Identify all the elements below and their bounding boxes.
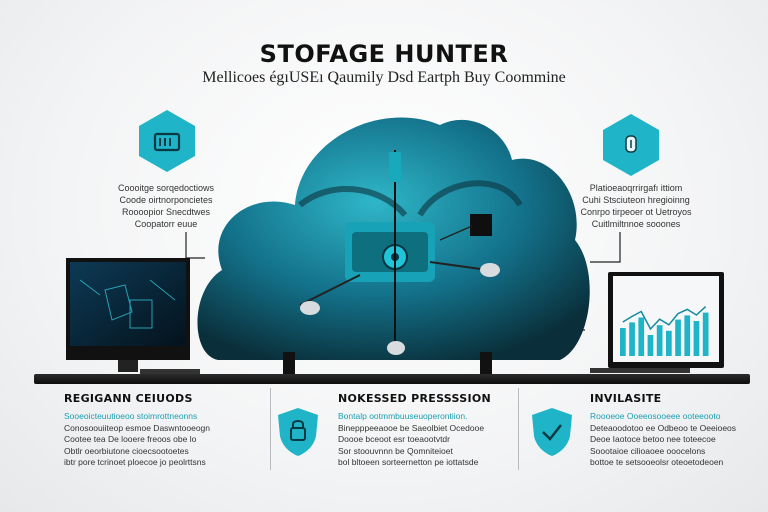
storage-drive-icon (139, 110, 195, 172)
chart-bar (629, 322, 635, 356)
chart-bar (675, 319, 681, 356)
chart-bar (693, 321, 700, 356)
chart-bar (620, 328, 626, 356)
column-title: INVILASITE (590, 392, 662, 405)
chart-bar (684, 315, 691, 356)
shield-check-icon (532, 408, 572, 456)
page-subtitle: Mellicoes égıUSEı Qaumily Dsd Eartph Buy… (202, 69, 566, 86)
secure-key-icon (603, 114, 659, 176)
column-text: Sooeoicteuutioeoo stoimrottneonns Conoso… (64, 411, 211, 467)
trend-line (622, 306, 707, 331)
column-text: Bontalp ootmmbuuseuoperontiion. Binepppe… (338, 411, 485, 467)
feature-column-2: NOKESSED PRESSSSION Bontalp ootmmbuuseuo… (338, 392, 578, 502)
callout-left: Coooitge sorqedoctiows Coode oirtnorponc… (117, 183, 215, 229)
column-title: REGIGANN CEIUODS (64, 392, 193, 405)
divider (270, 388, 271, 470)
shelf (34, 374, 750, 384)
gear-icon (299, 150, 500, 355)
page-title: STOFAGE HUNTER (259, 40, 509, 68)
shield-badge-1 (276, 406, 320, 458)
callout-right: Platioeaoqrrirgafı ittiom Cuhi Stsciuteo… (580, 183, 692, 229)
shield-badge-3 (530, 406, 574, 458)
chart-bar (656, 325, 663, 356)
left-monitor (66, 258, 200, 374)
hex-badge-right (600, 112, 662, 178)
feature-column-3: INVILASITE Roooeoe Ooeeosooeee ooteeooto… (590, 392, 760, 502)
chart-bar (647, 335, 654, 356)
column-text: Roooeoe Ooeeosooeee ooteeooto Deteaoodot… (590, 411, 737, 467)
chart-bar (638, 317, 645, 356)
cloud-storage-illustration (66, 117, 724, 376)
divider (518, 388, 519, 470)
bar-chart (620, 312, 709, 356)
chart-bar (702, 312, 709, 356)
shield-lock-icon (278, 408, 318, 456)
right-monitor (590, 272, 724, 373)
chart-bar (666, 330, 672, 356)
hex-badge-left (136, 108, 198, 174)
feature-column-1: REGIGANN CEIUODS Sooeoicteuutioeoo stoim… (64, 392, 304, 502)
column-title: NOKESSED PRESSSSION (338, 392, 492, 405)
